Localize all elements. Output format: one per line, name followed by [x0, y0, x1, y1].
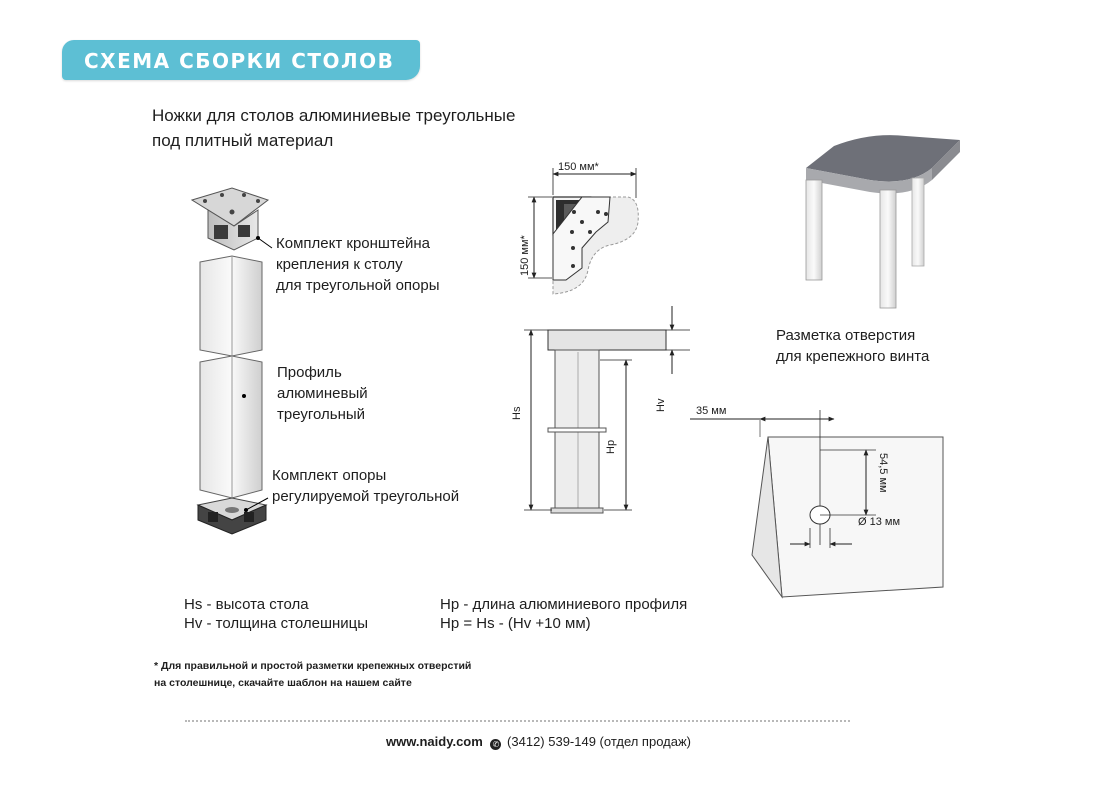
profile-label: Профиль алюминевый треугольный: [277, 364, 368, 423]
dim-35mm: 35 мм: [696, 405, 726, 417]
footer-divider: [185, 720, 850, 722]
page-heading: Ножки для столов алюминиевые треугольные…: [152, 103, 515, 153]
table-photo: [805, 135, 960, 309]
hole-marking-label: Разметка отверстия для крепежного винта: [776, 327, 930, 365]
bracket-kit-label: Комплект кронштейна крепления к столу дл…: [276, 235, 440, 294]
height-schema: Hs Hp Hv: [511, 306, 690, 514]
footer: www.naidy.com ✆ (3412) 539-149 (отдел пр…: [386, 734, 691, 750]
footnote: * Для правильной и простой разметки креп…: [154, 660, 472, 689]
phone-icon: ✆: [490, 739, 502, 750]
dim-height: 150 мм*: [519, 234, 531, 276]
profile-image: [199, 255, 263, 499]
legend-hv: Hv - толщина столешницы: [184, 615, 369, 632]
dim-54mm: 54,5 мм: [877, 453, 889, 493]
footer-site-link[interactable]: www.naidy.com: [386, 734, 483, 749]
hs-label: Hs: [511, 406, 523, 420]
support-kit-label: Комплект опоры регулируемой треугольной: [272, 467, 460, 505]
banner-title: СХЕМА СБОРКИ СТОЛОВ: [84, 49, 395, 73]
exploded-leg-illustration: [190, 187, 273, 535]
support-kit-image: [196, 497, 268, 535]
legend-left: Hs - высота стола Hv - толщина столешниц…: [184, 595, 368, 633]
hole-marking-diagram: 35 мм 54,5 мм Ø 13 мм: [690, 405, 944, 599]
legend-formula: Hp = Hs - (Hv +10 мм): [440, 615, 591, 632]
bracket-top-view: [528, 168, 639, 295]
dim-hole: Ø 13 мм: [858, 516, 900, 528]
dim-width: 150 мм*: [558, 161, 600, 173]
heading-line-1: Ножки для столов алюминиевые треугольные: [152, 106, 516, 125]
heading-line-2: под плитный материал: [152, 131, 334, 150]
legend-right: Hp - длина алюминиевого профиля Hp = Hs …: [440, 595, 687, 633]
hv-label: Hv: [655, 398, 667, 412]
section-banner: СХЕМА СБОРКИ СТОЛОВ: [62, 40, 420, 80]
legend-hp: Hp - длина алюминиевого профиля: [440, 596, 688, 613]
legend-hs: Hs - высота стола: [184, 596, 309, 613]
hp-label: Hp: [605, 440, 617, 454]
footer-phone: (3412) 539-149 (отдел продаж): [507, 734, 691, 749]
bracket-kit-image: [190, 187, 270, 251]
